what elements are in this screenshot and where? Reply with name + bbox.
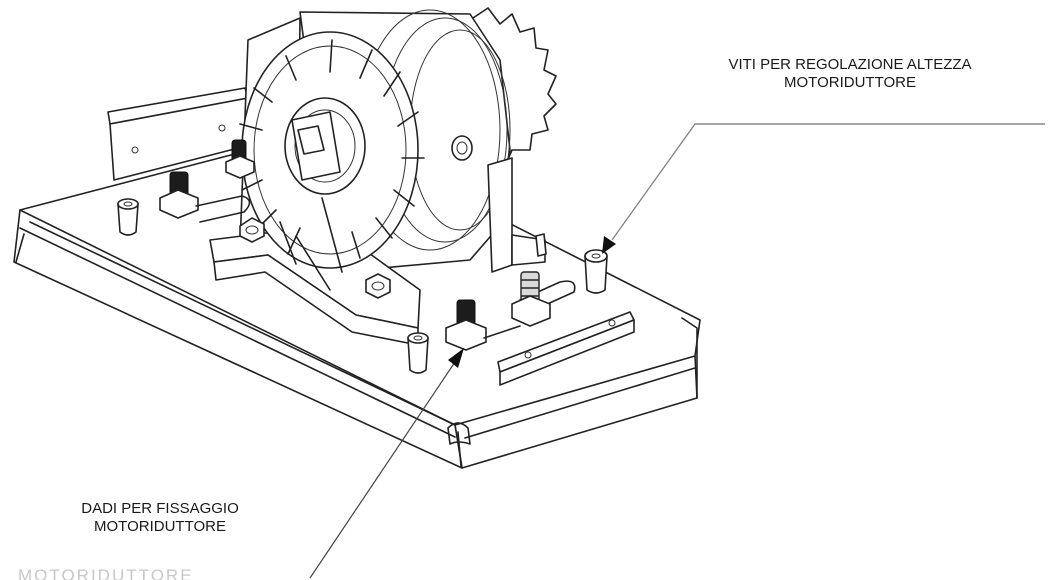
socket-screw-front — [407, 332, 429, 374]
callout-height-adjust-screws: VITI PER REGOLAZIONE ALTEZZA MOTORIDUTTO… — [660, 56, 1040, 92]
left-angle-bracket — [107, 87, 251, 181]
callout-fixing-nuts: DADI PER FISSAGGIO MOTORIDUTTORE — [10, 500, 310, 536]
stud-bolt-front-right — [511, 271, 551, 327]
right-angle-bracket — [497, 311, 635, 386]
foot-nut-right — [365, 273, 391, 299]
callout-dadi-line1: DADI PER FISSAGGIO — [81, 500, 239, 517]
stud-bolt-back-right — [225, 139, 255, 179]
stud-bolt-front-left — [445, 299, 521, 351]
socket-screw-right — [584, 249, 608, 294]
leader-line-dadi — [309, 348, 464, 579]
stud-bolt-back-left — [159, 171, 251, 223]
foot-nut-left — [239, 217, 265, 243]
small-tab — [535, 233, 547, 257]
callout-dadi-line2: MOTORIDUTTORE — [94, 518, 226, 535]
leader-line-viti — [602, 123, 1045, 254]
gearmotor-housing — [209, 7, 557, 346]
socket-screw-back — [117, 198, 139, 236]
callout-viti-line2: MOTORIDUTTORE — [784, 74, 916, 91]
callout-viti-line1: VITI PER REGOLAZIONE ALTEZZA — [728, 56, 972, 73]
ghost-label: MOTORIDUTTORE — [18, 566, 194, 580]
